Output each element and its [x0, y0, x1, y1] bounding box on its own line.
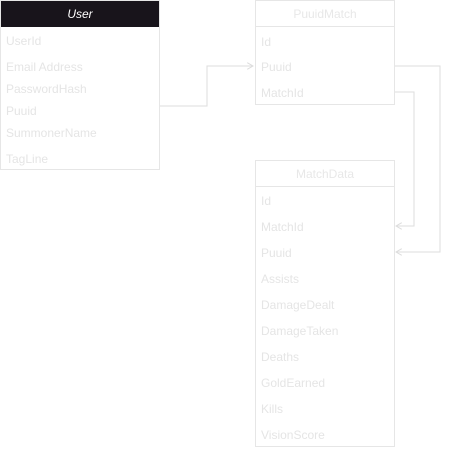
entity-user-field: UserId — [6, 34, 42, 48]
entity-user-field: Email Address — [6, 60, 83, 74]
connector-puuidmatch-matchid-to-matchdata-matchid — [395, 91, 415, 226]
entity-user-field: SummonerName — [6, 126, 97, 140]
entity-puuidmatch-title: PuuidMatch — [293, 6, 357, 21]
entity-matchdata-field: MatchId — [261, 220, 304, 234]
entity-puuidmatch-field: Id — [261, 35, 272, 49]
entity-matchdata-field: Puuid — [261, 246, 292, 260]
entity-user-field: PasswordHash — [6, 82, 87, 96]
entity-matchdata-field: GoldEarned — [261, 376, 326, 390]
entity-user[interactable]: User UserId Email Address PasswordHash P… — [0, 0, 160, 170]
entity-matchdata-field: DamageDealt — [261, 298, 335, 312]
entity-user-field: TagLine — [6, 152, 49, 166]
entity-matchdata-field: VisionScore — [261, 428, 325, 442]
entity-user-field: Puuid — [6, 104, 37, 118]
entity-matchdata-header: MatchData — [256, 161, 394, 187]
entity-matchdata-field: Deaths — [261, 350, 300, 364]
entity-matchdata-field: DamageTaken — [261, 324, 339, 338]
connector-user-puuid-to-puuidmatch-puuid — [160, 66, 253, 107]
connector-puuidmatch-puuid-to-matchdata-puuid — [395, 65, 441, 252]
entity-puuidmatch-field: Puuid — [261, 60, 292, 74]
entity-matchdata-title: MatchData — [295, 166, 355, 181]
entity-puuidmatch-header: PuuidMatch — [256, 1, 394, 27]
entity-matchdata-field: Kills — [261, 402, 284, 416]
entity-user-title: User — [67, 7, 93, 21]
entity-matchdata-field: Assists — [261, 272, 300, 286]
entity-matchdata-field: Id — [261, 194, 272, 208]
entity-puuidmatch[interactable]: PuuidMatch Id Puuid MatchId — [255, 0, 395, 105]
entity-user-header: User — [1, 1, 159, 27]
entity-puuidmatch-field: MatchId — [261, 86, 304, 100]
entity-matchdata[interactable]: MatchData Id MatchId Puuid Assists Damag… — [255, 160, 395, 447]
